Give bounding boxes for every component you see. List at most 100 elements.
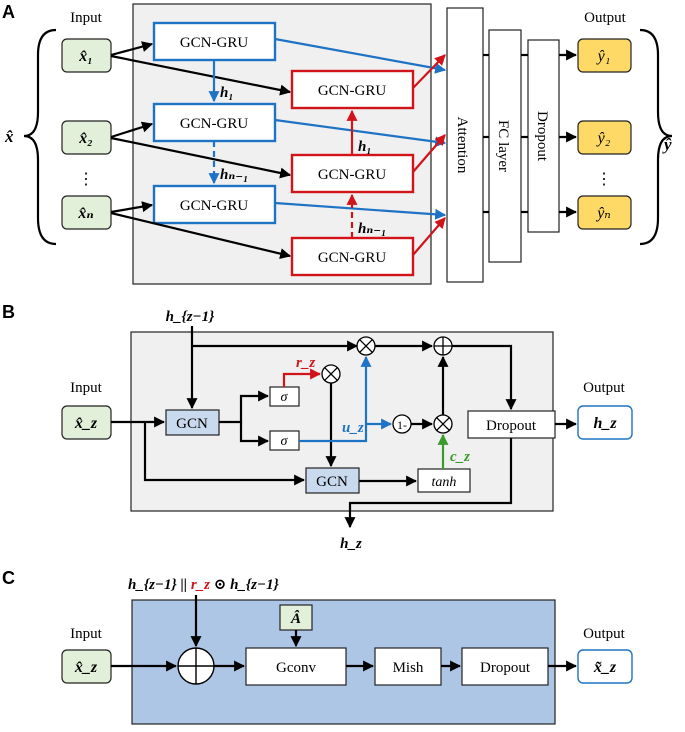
y-group-brace bbox=[639, 28, 673, 246]
dropout-box-c bbox=[461, 647, 549, 686]
edge-gcn1-sigmar bbox=[219, 390, 270, 424]
edge-dec1-attn bbox=[412, 54, 446, 89]
hn1-label-blue: hₙ₋₁ bbox=[220, 167, 248, 183]
encoder-gcn-gru-1-label: GCN-GRU bbox=[180, 35, 249, 51]
panel-b-output-node bbox=[577, 405, 633, 440]
multiply-op-u bbox=[356, 336, 376, 356]
multiply-op-r bbox=[321, 364, 341, 384]
sigma-u-label: σ bbox=[281, 434, 289, 449]
h1-label-red: h₁ bbox=[358, 139, 372, 155]
panel-c-output-node bbox=[577, 649, 633, 684]
attention-block bbox=[446, 7, 484, 283]
edge-x2-enc2 bbox=[110, 121, 154, 139]
input-node-1-label: x̂₁ bbox=[78, 48, 93, 65]
fc-layer-label: FC layer bbox=[495, 120, 511, 172]
encoder-gcn-gru-1 bbox=[152, 21, 277, 62]
decoder-gcn-gru-n bbox=[290, 236, 415, 277]
cz-label: c_z bbox=[450, 449, 470, 465]
encoder-gcn-gru-n bbox=[152, 184, 277, 225]
panel-a-output-title: Output bbox=[584, 10, 627, 26]
rz-label: r_z bbox=[296, 355, 315, 371]
encoder-gcn-gru-2 bbox=[152, 102, 277, 143]
h-bottom-label: h_z bbox=[340, 536, 362, 552]
x-group-brace bbox=[23, 28, 57, 246]
input-node-2-label: x̂₂ bbox=[78, 130, 93, 147]
input-node-1 bbox=[61, 38, 112, 73]
panel-c: C h_{z−1} || r_z ⊙ h_{z−1} Input Output … bbox=[2, 568, 633, 725]
edge-xn-decn bbox=[110, 211, 292, 260]
decoder-gcn-gru-n-label: GCN-GRU bbox=[318, 250, 387, 266]
y-group-label: ŷ bbox=[662, 135, 672, 154]
input-node-n bbox=[61, 195, 112, 230]
panel-c-label: C bbox=[2, 568, 15, 588]
output-node-1-label: ŷ₁ bbox=[596, 48, 611, 65]
encoder-gcn-gru-n-label: GCN-GRU bbox=[180, 198, 249, 214]
encoder-gcn-gru-2-label: GCN-GRU bbox=[180, 116, 249, 132]
input-ellipsis: ⋮ bbox=[78, 171, 94, 188]
edge-xn-encn bbox=[110, 201, 154, 214]
edge-encn-attn bbox=[274, 201, 447, 220]
h1-label-blue: h₁ bbox=[220, 85, 234, 101]
concat-op bbox=[177, 647, 215, 685]
panel-c-input-label: x̂_z bbox=[74, 659, 98, 676]
input-node-2 bbox=[61, 120, 112, 155]
output-ellipsis: ⋮ bbox=[596, 171, 612, 188]
dropout-block-a bbox=[527, 39, 560, 233]
panel-b-input-label: x̂_z bbox=[74, 415, 98, 432]
output-node-n-label: ŷₙ bbox=[595, 205, 611, 222]
top-formula: h_{z−1} || r_z ⊙ h_{z−1} bbox=[128, 577, 280, 593]
edge-sigmau-mulu bbox=[299, 355, 372, 443]
dropout-label-c: Dropout bbox=[480, 660, 531, 676]
fc-layer-block bbox=[488, 29, 522, 263]
h-prev-label: h_{z−1} bbox=[166, 309, 215, 325]
panel-a: A Input Output x̂ ŷ x̂₁ x̂₂ ⋮ x̂ₙ ŷ₁ ŷ₂ … bbox=[2, 2, 673, 285]
panel-b-label: B bbox=[2, 302, 15, 322]
gcn-block-1-label: GCN bbox=[176, 416, 208, 432]
dropout-box-b bbox=[467, 410, 556, 439]
panel-c-input-title: Input bbox=[70, 626, 102, 642]
x-group-label: x̂ bbox=[4, 127, 14, 146]
output-node-n bbox=[577, 195, 632, 230]
add-op bbox=[433, 336, 453, 356]
decoder-gcn-gru-2-label: GCN-GRU bbox=[318, 167, 387, 183]
dropout-label-b: Dropout bbox=[486, 418, 537, 434]
panel-a-label: A bbox=[2, 2, 15, 22]
tanh-label: tanh bbox=[432, 475, 457, 490]
edge-x2-dec2 bbox=[110, 136, 292, 179]
decoder-gcn-gru-1-label: GCN-GRU bbox=[318, 83, 387, 99]
panel-a-input-title: Input bbox=[70, 10, 102, 26]
edge-x1-enc1 bbox=[110, 41, 154, 57]
edge-add-dropout bbox=[452, 344, 517, 411]
gconv-label: Gconv bbox=[276, 660, 316, 676]
a-hat-label: Â bbox=[290, 610, 301, 627]
gcn-block-2-label: GCN bbox=[316, 474, 348, 490]
gconv-box bbox=[245, 647, 347, 686]
output-node-1 bbox=[577, 38, 632, 73]
attention-label: Attention bbox=[454, 117, 470, 174]
edge-enc2-attn bbox=[274, 118, 447, 148]
edge-xin-gcn2 bbox=[143, 422, 306, 486]
edge-gcn1-sigmau bbox=[239, 422, 270, 447]
edge-enc1-attn bbox=[274, 37, 447, 74]
hn1-label-red: hₙ₋₁ bbox=[358, 221, 386, 237]
edge-x1-dec1 bbox=[110, 54, 292, 96]
panel-b-input-title: Input bbox=[70, 380, 102, 396]
edge-dec2-attn bbox=[412, 134, 446, 173]
edge-decn-attn bbox=[412, 217, 446, 256]
output-node-2-label: ŷ₂ bbox=[596, 130, 611, 147]
one-minus-label: 1- bbox=[397, 418, 407, 432]
panel-c-output-label: x̃_z bbox=[593, 659, 617, 676]
dropout-label-a: Dropout bbox=[534, 111, 550, 162]
uz-label: u_z bbox=[342, 420, 364, 436]
edge-dropout-hz bbox=[344, 438, 513, 529]
input-node-n-label: x̂ₙ bbox=[77, 205, 93, 222]
panel-b: B h_{z−1} Input Output x̂_z h_z GCN GCN … bbox=[2, 302, 633, 552]
sigma-r-label: σ bbox=[281, 390, 289, 405]
mish-label: Mish bbox=[393, 660, 424, 676]
multiply-op-c bbox=[433, 414, 453, 434]
a-hat-box bbox=[279, 604, 313, 631]
decoder-gcn-gru-1 bbox=[290, 69, 415, 110]
gcn-block-2 bbox=[305, 467, 360, 494]
panel-c-output-title: Output bbox=[583, 626, 626, 642]
